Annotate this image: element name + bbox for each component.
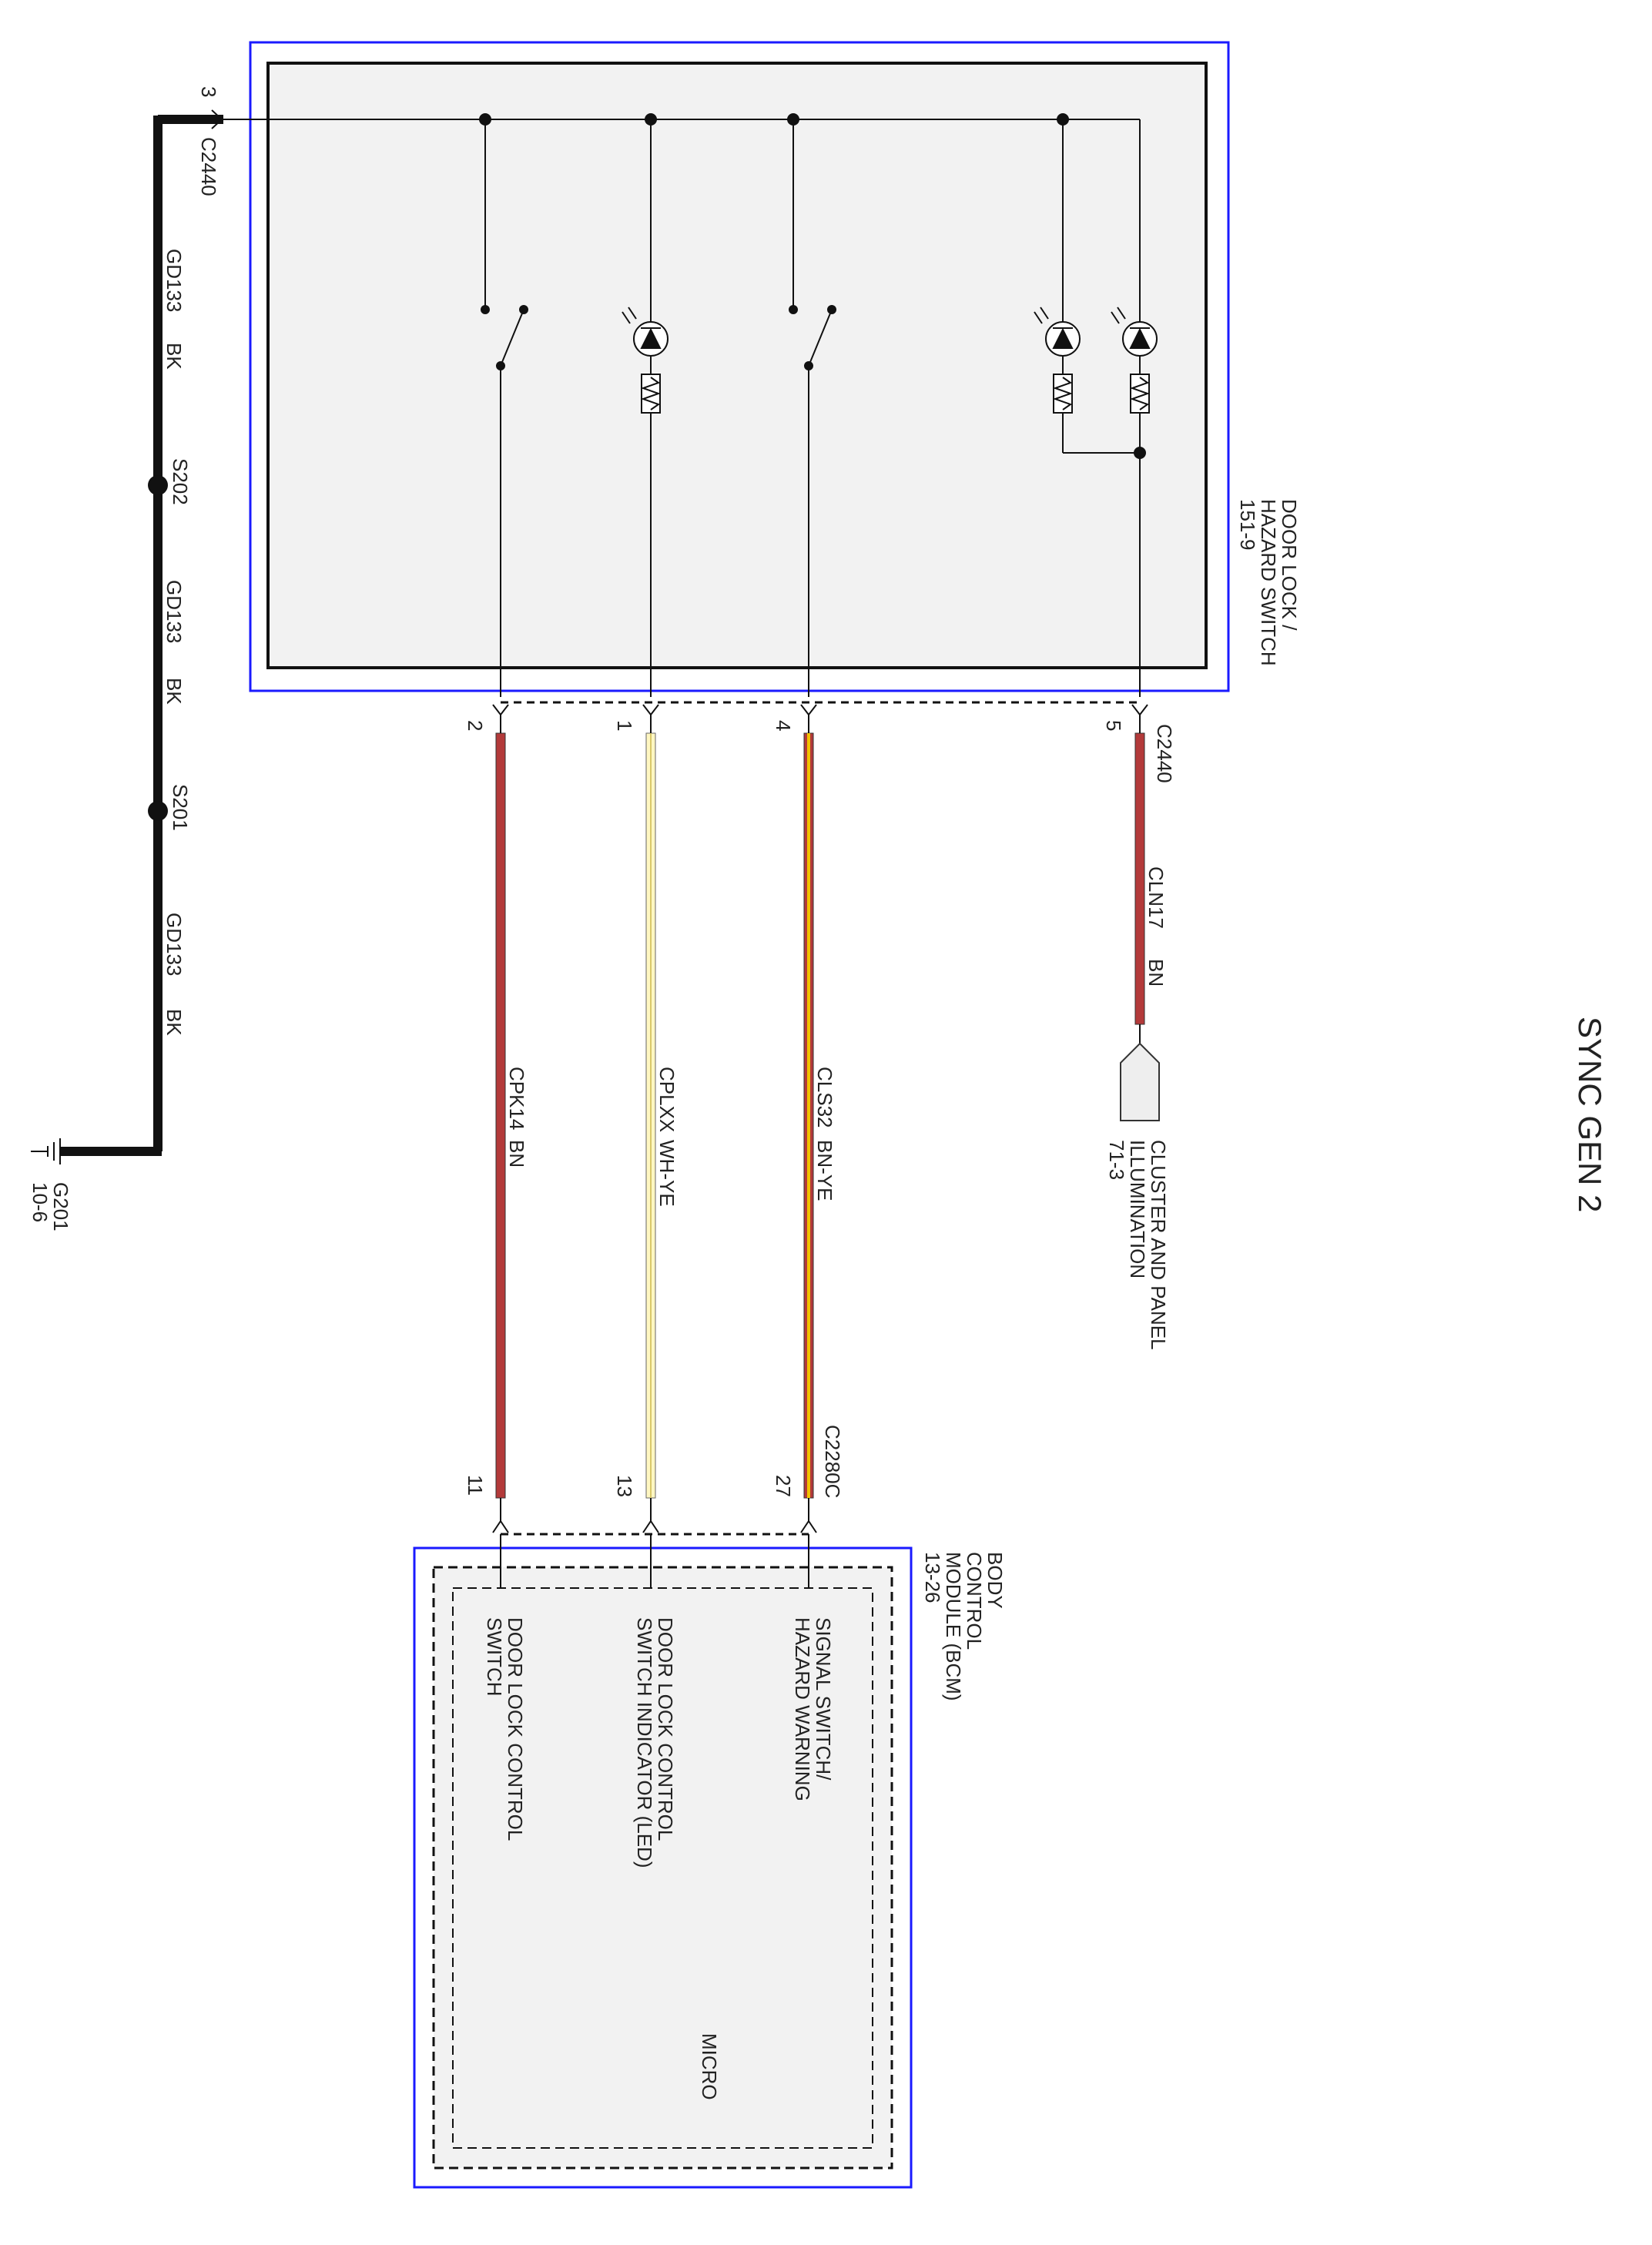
- svg-text:S202: S202: [169, 458, 192, 505]
- svg-text:3: 3: [197, 86, 220, 97]
- svg-text:BK: BK: [163, 1009, 186, 1036]
- door-lock-switch-label: DOOR LOCK / HAZARD SWITCH 151-9: [1236, 499, 1301, 666]
- svg-text:WH-YE: WH-YE: [655, 1140, 679, 1207]
- svg-text:1: 1: [613, 720, 636, 731]
- svg-text:CLS32: CLS32: [813, 1067, 836, 1128]
- svg-text:BK: BK: [163, 343, 186, 370]
- wire-cln17: [1134, 715, 1145, 1025]
- bcm-function-labels: DOOR LOCK CONTROL SWITCH DOOR LOCK CONTR…: [483, 1617, 835, 2100]
- c2280c-pin-labels: 11 13 27 C2280C: [464, 1425, 844, 1498]
- svg-text:BN-YE: BN-YE: [813, 1140, 836, 1201]
- svg-text:11: 11: [464, 1475, 487, 1496]
- illumination-led-icon: [1034, 119, 1140, 454]
- splice-s201: [148, 801, 168, 821]
- indicator-led-icon: [622, 119, 669, 697]
- svg-text:CONTROL: CONTROL: [963, 1552, 986, 1650]
- bcm-micro-label: MICRO: [698, 2033, 721, 2100]
- svg-text:BK: BK: [163, 678, 186, 705]
- svg-text:DOOR LOCK /: DOOR LOCK /: [1278, 499, 1301, 631]
- cluster-illumination-connector: [1120, 1024, 1160, 1121]
- ground-circuit: [60, 109, 231, 1156]
- svg-text:CPK14: CPK14: [505, 1067, 528, 1130]
- svg-text:BODY: BODY: [983, 1552, 1007, 1609]
- illumination-led-icon: [1111, 119, 1158, 697]
- wire-cplxx: [645, 715, 656, 1521]
- wire-cls32: [803, 715, 814, 1521]
- svg-text:G201: G201: [49, 1182, 72, 1231]
- c2280c-connector: [492, 1520, 817, 1536]
- diagram-title: SYNC GEN 2: [1572, 1017, 1608, 1212]
- svg-text:BN: BN: [1144, 959, 1168, 987]
- svg-text:2: 2: [464, 720, 487, 731]
- svg-text:DOOR LOCK CONTROL: DOOR LOCK CONTROL: [654, 1617, 677, 1841]
- svg-text:SWITCH INDICATOR (LED): SWITCH INDICATOR (LED): [633, 1617, 656, 1868]
- svg-text:CLUSTER AND PANEL: CLUSTER AND PANEL: [1147, 1140, 1170, 1350]
- svg-text:151-9: 151-9: [1236, 499, 1259, 551]
- svg-text:GD133: GD133: [163, 580, 186, 643]
- svg-text:27: 27: [772, 1475, 795, 1497]
- c2440-pin-labels: 2 1 4 5 C2440: [464, 720, 1176, 783]
- svg-text:C2440: C2440: [1153, 724, 1176, 783]
- svg-text:S201: S201: [169, 784, 192, 831]
- cluster-illumination-label: CLUSTER AND PANEL ILLUMINATION 71-3: [1105, 1140, 1170, 1350]
- illumination-junction: [1134, 447, 1146, 459]
- svg-text:C2440: C2440: [197, 137, 220, 196]
- svg-text:HAZARD WARNING: HAZARD WARNING: [791, 1617, 814, 1801]
- svg-text:SWITCH: SWITCH: [483, 1617, 506, 1697]
- svg-text:ILLUMINATION: ILLUMINATION: [1126, 1140, 1149, 1278]
- ground-circuit-labels: 3 C2440 GD133 BK S202 GD133 BK S201 GD13…: [28, 86, 220, 1231]
- svg-text:GD133: GD133: [163, 913, 186, 976]
- wire-cpk14: [495, 715, 506, 1521]
- svg-text:5: 5: [1102, 720, 1125, 731]
- wire-labels: CPK14 BN CPLXX WH-YE CLS32 BN-YE CLN17 B…: [505, 866, 1168, 1207]
- svg-text:GD133: GD133: [163, 249, 186, 312]
- svg-text:10-6: 10-6: [28, 1182, 52, 1222]
- svg-text:13: 13: [613, 1475, 636, 1497]
- bcm-label: BODY CONTROL MODULE (BCM) 13-26: [921, 1552, 1007, 1701]
- svg-text:SIGNAL SWITCH/: SIGNAL SWITCH/: [812, 1617, 835, 1781]
- door-lock-hazard-switch-module: [249, 41, 1230, 692]
- body-control-module: [413, 1534, 913, 2189]
- c2440-connector: [492, 701, 1148, 716]
- svg-text:CPLXX: CPLXX: [655, 1067, 679, 1132]
- svg-text:DOOR LOCK CONTROL: DOOR LOCK CONTROL: [504, 1617, 527, 1841]
- svg-text:71-3: 71-3: [1105, 1140, 1128, 1180]
- ground-symbol-icon: [31, 1138, 61, 1164]
- svg-text:BN: BN: [505, 1140, 528, 1168]
- door-lock-switch-contact: [481, 119, 528, 697]
- svg-text:13-26: 13-26: [921, 1552, 944, 1603]
- svg-text:4: 4: [772, 720, 795, 731]
- svg-text:CLN17: CLN17: [1144, 866, 1168, 929]
- svg-text:MODULE (BCM): MODULE (BCM): [942, 1552, 965, 1701]
- hazard-switch-contact: [789, 119, 836, 697]
- splice-s202: [148, 475, 168, 495]
- svg-text:HAZARD SWITCH: HAZARD SWITCH: [1257, 499, 1280, 666]
- svg-text:C2280C: C2280C: [821, 1425, 844, 1498]
